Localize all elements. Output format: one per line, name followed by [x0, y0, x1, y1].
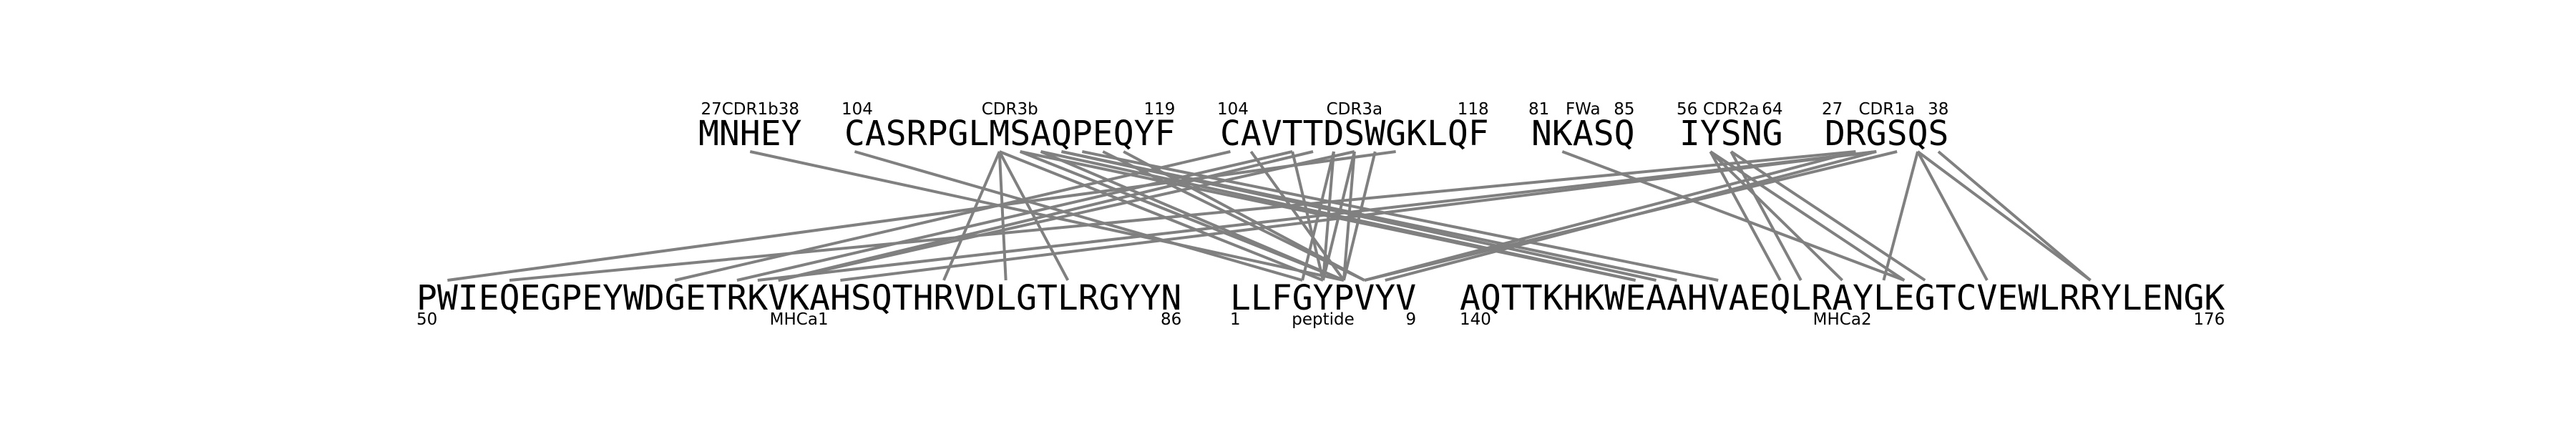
sequence-cdr3a: CAVTTDSWGKLQF — [1220, 114, 1489, 154]
contact-line-cdr1a-2-mhca1-16 — [757, 150, 1877, 282]
label-start-mhca2: 140 — [1460, 310, 1491, 329]
label-name-cdr3b: CDR3b — [982, 100, 1038, 119]
contact-line-cdr1a-4-mhca2-30 — [1916, 150, 2092, 282]
contact-links — [447, 150, 2092, 282]
segment-label-cdr1b: 27CDR1b38 — [701, 100, 799, 119]
label-end-cdr3b: 119 — [1143, 100, 1175, 119]
contact-line-cdr3a-6-peptide-4 — [1322, 151, 1356, 281]
contact-line-cdr3a-6-mhca1-17 — [778, 150, 1355, 282]
contact-line-cdr3b-7-peptide-4 — [999, 150, 1324, 282]
contact-line-cdr3b-12-peptide-6 — [1102, 150, 1365, 282]
label-end-cdr3a: 118 — [1458, 100, 1489, 119]
label-end-cdr1b: 38 — [779, 100, 799, 119]
contact-line-cdr2a-1-mhca2-15 — [1709, 151, 1782, 281]
label-start-fwa: 81 — [1528, 100, 1549, 119]
contact-line-cdr2a-2-mhca2-22 — [1730, 150, 1926, 282]
contact-line-cdr1a-1-mhca1-4 — [509, 150, 1856, 282]
label-name-mhca1: MHCa1 — [770, 310, 829, 329]
label-end-mhca1: 86 — [1161, 310, 1181, 329]
contact-line-cdr1a-3-peptide-6 — [1364, 150, 1898, 282]
sequence-peptide: LLFGYPVYV — [1230, 278, 1416, 318]
sequence-mhca1: PWIEQEGPEYWDGETRKVKAHSQTHRVDLGTLRGYYN — [416, 278, 1181, 318]
contact-line-cdr3b-7-mhca1-31 — [997, 151, 1070, 281]
contact-line-cdr3a-8-mhca1-1 — [447, 150, 1396, 282]
label-end-cdr2a: 64 — [1762, 100, 1782, 119]
contact-line-cdr1a-1-peptide-6 — [1364, 150, 1856, 282]
contact-line-cdr3a-0-mhca1-12 — [674, 150, 1231, 282]
label-start-peptide: 1 — [1230, 310, 1241, 329]
contact-line-cdr1a-4-mhca2-25 — [1916, 151, 1989, 281]
label-end-cdr1a: 38 — [1928, 100, 1948, 119]
label-start-cdr3a: 104 — [1217, 100, 1249, 119]
label-name-cdr3a: CDR3a — [1327, 100, 1382, 119]
label-end-peptide: 9 — [1405, 310, 1416, 329]
label-end-mhca2: 176 — [2193, 310, 2225, 329]
label-start-cdr1b: 27 — [701, 100, 721, 119]
segment-mhca2: AQTTKHKWEAAHVAEQLRAYLEGTCVEWLRRYLENGK140… — [1460, 278, 2225, 329]
contact-line-cdr3a-3-mhca1-15 — [736, 150, 1293, 282]
label-start-cdr3b: 104 — [841, 100, 873, 119]
sequence-cdr1b: MNHEY — [698, 114, 802, 154]
label-name-cdr1b: CDR1b — [722, 100, 779, 119]
sequence-cdr3b: CASRPGLMSAQPEQYF — [844, 114, 1175, 154]
contact-line-cdr1a-5-mhca2-30 — [1937, 150, 2092, 282]
label-start-cdr2a: 56 — [1677, 100, 1697, 119]
contact-line-cdr2a-2-mhca2-16 — [1729, 151, 1802, 281]
contact-line-cdr1a-2-mhca1-20 — [840, 150, 1877, 282]
sequence-mhca2: AQTTKHKWEAAHVAEQLRAYLEGTCVEWLRRYLENGK — [1460, 278, 2225, 318]
sequence-cdr2a: IYSNG — [1679, 114, 1783, 154]
label-name-cdr2a: CDR2a — [1703, 100, 1759, 119]
contact-line-cdr1a-4-mhca2-20 — [1882, 151, 1919, 281]
contact-line-cdr2a-1-mhca2-18 — [1709, 150, 1844, 282]
label-name-cdr1a: CDR1a — [1858, 100, 1914, 119]
sequence-cdr1a: DRGSQS — [1825, 114, 1948, 154]
label-name-peptide: peptide — [1292, 310, 1355, 329]
label-end-fwa: 85 — [1614, 100, 1634, 119]
label-name-fwa: FWa — [1566, 100, 1601, 119]
contact-line-cdr3b-0-peptide-3 — [854, 150, 1303, 282]
label-start-mhca1: 50 — [416, 310, 437, 329]
contact-line-cdr3a-4-mhca1-17 — [778, 150, 1314, 282]
contact-line-cdr3b-11-mhca2-12 — [1081, 150, 1719, 282]
label-name-mhca2: MHCa2 — [1813, 310, 1872, 329]
label-start-cdr1a: 27 — [1822, 100, 1843, 119]
sequence-fwa: NKASQ — [1531, 114, 1635, 154]
